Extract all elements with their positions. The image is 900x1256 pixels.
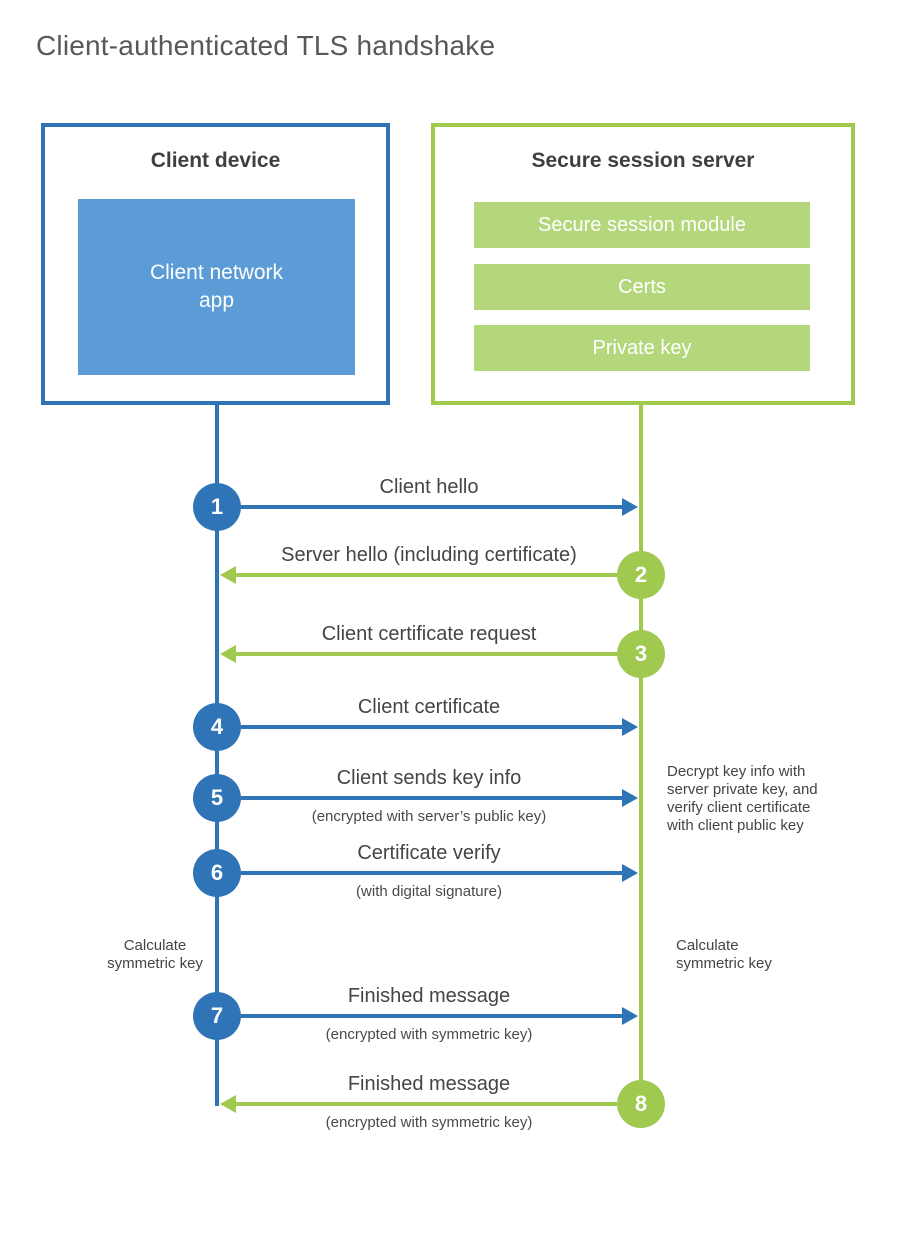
message-sublabel: (encrypted with symmetric key) (325, 1026, 533, 1043)
step-circle: 4 (193, 703, 241, 751)
client-network-app-box: Client network app (78, 199, 355, 375)
arrow-left-icon (220, 645, 617, 663)
server-module-private-key: Private key (474, 325, 810, 371)
secure-session-server-title: Secure session server (531, 149, 755, 172)
arrow-right-icon (241, 718, 638, 736)
arrowhead-icon (622, 789, 638, 807)
arrowhead-icon (220, 566, 236, 584)
message-label: Client sends key info (336, 767, 522, 789)
server-module-secure-session-module: Secure session module (474, 202, 810, 248)
step-circle: 7 (193, 992, 241, 1040)
step-circle: 2 (617, 551, 665, 599)
message-sublabel: (with digital signature) (356, 883, 502, 900)
arrowhead-icon (220, 1095, 236, 1113)
step-circle: 6 (193, 849, 241, 897)
arrow-right-icon (241, 789, 638, 807)
arrowhead-icon (622, 864, 638, 882)
message-label: Finished message (347, 1073, 511, 1095)
client-lifeline (215, 404, 219, 1106)
arrow-right-icon (241, 1007, 638, 1025)
message-label: Certificate verify (357, 842, 501, 864)
server-lifeline (639, 404, 643, 1128)
arrow-right-icon (241, 864, 638, 882)
message-sublabel: (encrypted with server’s public key) (311, 808, 547, 825)
arrowhead-icon (220, 645, 236, 663)
message-label: Finished message (347, 985, 511, 1007)
message-label: Client hello (379, 476, 479, 498)
arrowhead-icon (622, 1007, 638, 1025)
decrypt-note: Decrypt key info with server private key… (667, 763, 818, 834)
page-title: Client-authenticated TLS handshake (36, 30, 496, 61)
step-circle: 3 (617, 630, 665, 678)
message-label: Client certificate request (321, 623, 537, 645)
message-label: Server hello (including certificate) (281, 544, 577, 566)
arrow-left-icon (220, 1095, 617, 1113)
step-circle: 1 (193, 483, 241, 531)
arrowhead-icon (622, 498, 638, 516)
server-module-certs: Certs (474, 264, 810, 310)
step-circle: 5 (193, 774, 241, 822)
step-circle: 8 (617, 1080, 665, 1128)
arrowhead-icon (622, 718, 638, 736)
client-device-title: Client device (150, 149, 281, 172)
calculate-symmetric-key-note-client: Calculate symmetric key (107, 937, 203, 972)
message-sublabel: (encrypted with symmetric key) (325, 1114, 533, 1131)
calculate-symmetric-key-note-server: Calculate symmetric key (676, 937, 772, 972)
arrow-right-icon (241, 498, 638, 516)
arrow-left-icon (220, 566, 617, 584)
message-label: Client certificate (357, 696, 501, 718)
